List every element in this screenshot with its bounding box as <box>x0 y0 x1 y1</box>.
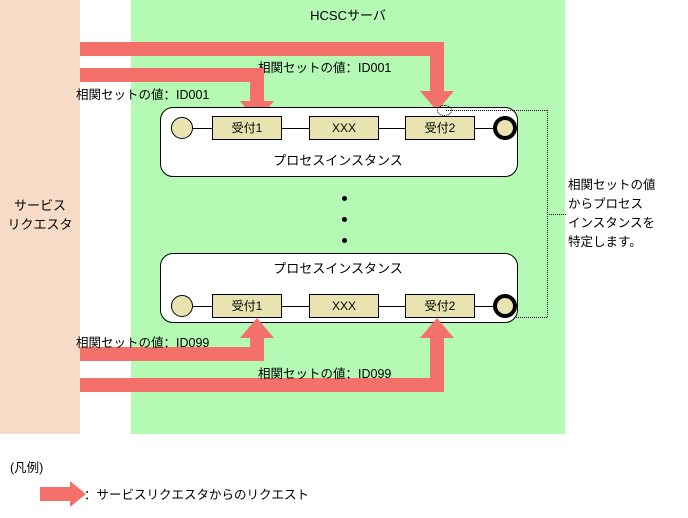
arrow-2-shaft-horizontal <box>80 68 264 82</box>
process-instance-top-caption: プロセスインスタンス <box>273 153 403 168</box>
arrow-3-head-icon <box>240 318 274 338</box>
flow-line-bottom-2 <box>282 306 309 307</box>
flow-line-bottom-4 <box>475 306 493 307</box>
flow-line-top-4 <box>475 128 493 129</box>
hcsc-server-title: HCSCサーバ <box>310 8 386 23</box>
legend-arrow-head-icon <box>70 481 86 507</box>
flow-line-top-2 <box>282 128 309 129</box>
arrow-1-shaft-horizontal <box>80 42 444 56</box>
flow-line-top-1 <box>193 128 212 129</box>
legend-entry-text: ：サービスリクエスタからのリクエスト <box>84 488 310 502</box>
task-top-1: 受付1 <box>212 116 282 140</box>
callout-text: 相関セットの値 からプロセス インスタンスを 特定します。 <box>568 178 656 249</box>
arrow-1-shaft-vertical <box>430 42 444 91</box>
task-bottom-3: 受付2 <box>405 294 475 318</box>
arrow-2-label: 相関セットの値：ID001 <box>76 88 210 102</box>
legend-arrow-shaft <box>40 487 70 501</box>
end-event-top <box>493 116 517 140</box>
task-bottom-1: 受付1 <box>212 294 282 318</box>
start-event-top <box>171 117 193 139</box>
legend-title: (凡例) <box>10 461 44 475</box>
arrow-1-label: 相関セットの値：ID001 <box>258 61 392 75</box>
task-top-2: XXX <box>309 116 379 140</box>
task-bottom-2: XXX <box>309 294 379 318</box>
arrow-2-shaft-vertical <box>250 68 264 101</box>
ellipsis-dot-3 <box>342 238 347 243</box>
ellipsis-dot-2 <box>342 217 347 222</box>
start-event-bottom <box>171 295 193 317</box>
arrow-3-shaft-horizontal <box>80 347 264 361</box>
callout-dotted-branch <box>547 214 566 215</box>
service-requester-column <box>0 0 80 434</box>
ellipsis-dot-1 <box>342 196 347 201</box>
flow-line-bottom-1 <box>193 306 212 307</box>
arrow-4-head-icon <box>420 318 454 338</box>
callout-dotted-line-vertical <box>547 110 548 317</box>
end-event-bottom <box>493 294 517 318</box>
process-instance-bottom-caption: プロセスインスタンス <box>273 261 403 276</box>
task-top-3: 受付2 <box>405 116 475 140</box>
flow-line-bottom-3 <box>379 306 405 307</box>
service-requester-label: サービス リクエスタ <box>7 198 73 232</box>
flow-line-top-3 <box>379 128 405 129</box>
arrow-4-label: 相関セットの値：ID099 <box>258 367 392 381</box>
callout-dotted-line-top <box>446 110 547 111</box>
arrow-3-label: 相関セットの値：ID099 <box>76 336 210 350</box>
arrow-4-shaft-horizontal <box>80 378 444 392</box>
